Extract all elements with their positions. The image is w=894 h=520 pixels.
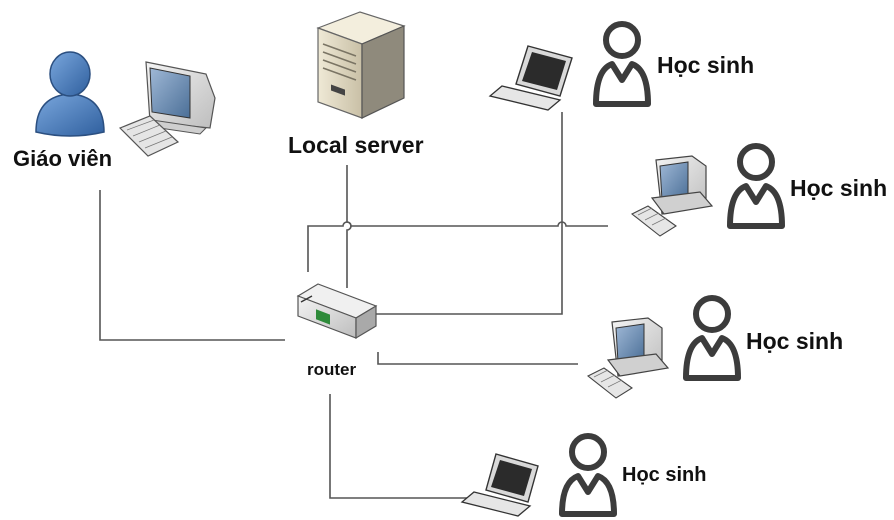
server-tower-icon	[316, 11, 406, 119]
link-teacher-router	[99, 190, 285, 341]
student-label: Học sinh	[746, 328, 844, 354]
student-label: Học sinh	[657, 52, 755, 78]
student-person-icon	[683, 295, 741, 381]
student-person-icon	[727, 143, 785, 229]
link-router-student-4	[329, 394, 468, 499]
laptop-icon	[460, 453, 539, 517]
link-router-student-1	[375, 112, 563, 315]
server-label: Local server	[288, 132, 424, 158]
desktop-monitor-icon	[118, 61, 216, 157]
student-person-icon	[593, 21, 651, 107]
router-label: router	[307, 360, 357, 379]
student-label: Học sinh	[622, 464, 707, 486]
student-label: Học sinh	[790, 175, 888, 201]
teacher-person-icon	[35, 51, 105, 137]
router-icon	[296, 283, 378, 340]
link-router-student-3	[377, 352, 578, 365]
laptop-icon	[488, 45, 573, 111]
desktop-computer-icon	[630, 155, 714, 237]
desktop-computer-icon	[586, 317, 670, 399]
teacher-label: Giáo viên	[13, 146, 113, 171]
student-person-icon	[559, 433, 617, 517]
link-router-student-2	[307, 221, 608, 272]
